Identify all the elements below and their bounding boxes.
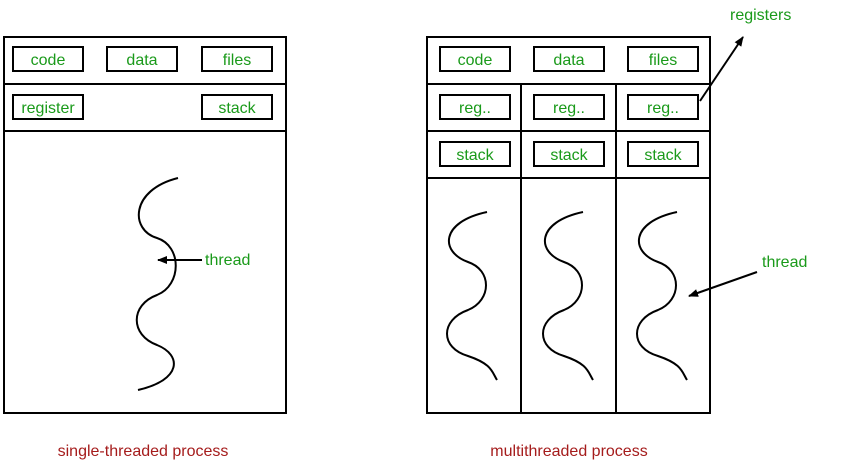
multithreaded-process: code data files reg.. reg.. reg.. stack … [426, 7, 807, 460]
single-register-label: register [21, 100, 75, 117]
multi-files-box [627, 46, 699, 72]
single-threaded-process: code data files register stack thread si… [3, 36, 287, 460]
multi-reg-box-2 [533, 94, 605, 120]
multi-thread-wave-1 [446, 211, 498, 381]
multi-stack-label-2: stack [550, 147, 588, 164]
single-caption: single-threaded process [58, 443, 229, 460]
multi-stack-label-1: stack [456, 147, 494, 164]
multi-thread-label: thread [762, 254, 807, 271]
multi-thread-arrow [688, 271, 758, 297]
multi-data-label: data [553, 52, 584, 69]
multi-caption: multithreaded process [490, 443, 647, 460]
registers-label: registers [730, 7, 791, 24]
single-stack-label: stack [218, 100, 256, 117]
multi-stack-label-3: stack [644, 147, 682, 164]
registers-arrow [699, 36, 744, 102]
multi-data-box [533, 46, 605, 72]
multi-stack-box-3 [627, 141, 699, 167]
multi-thread-wave-3 [636, 211, 688, 381]
multi-reg-label-1: reg.. [459, 100, 491, 117]
single-register-box [12, 94, 84, 120]
single-stack-box [201, 94, 273, 120]
multi-reg-box-1 [439, 94, 511, 120]
single-data-box [106, 46, 178, 72]
multi-reg-label-2: reg.. [553, 100, 585, 117]
single-code-box [12, 46, 84, 72]
multi-files-label: files [649, 52, 677, 69]
single-thread-label: thread [205, 252, 250, 269]
single-process-frame [3, 36, 287, 414]
multi-stack-box-1 [439, 141, 511, 167]
multi-code-box [439, 46, 511, 72]
single-files-label: files [223, 52, 251, 69]
multi-reg-label-3: reg.. [647, 100, 679, 117]
single-thread-wave [135, 177, 179, 391]
single-files-box [201, 46, 273, 72]
multi-code-label: code [458, 52, 493, 69]
multi-reg-box-3 [627, 94, 699, 120]
single-data-label: data [126, 52, 157, 69]
multi-thread-wave-2 [542, 211, 594, 381]
single-code-label: code [31, 52, 66, 69]
multi-stack-box-2 [533, 141, 605, 167]
multi-process-frame [426, 36, 711, 414]
